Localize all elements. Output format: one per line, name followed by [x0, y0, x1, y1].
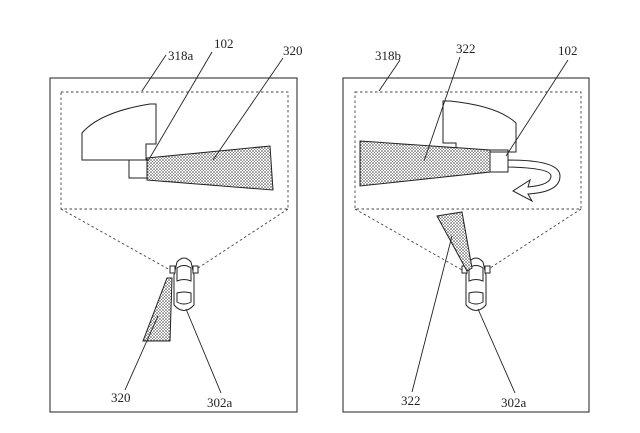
right-beam-bottom-leader: [411, 235, 453, 393]
right-outer-frame: [342, 77, 590, 413]
right-beam-inset: [359, 140, 491, 187]
left-beam-leader: [212, 57, 284, 161]
right-beam-leader: [423, 56, 461, 162]
left-beam-label-bottom: 320: [111, 390, 131, 405]
right-beam-label: 322: [456, 41, 476, 56]
right-lamp-housing: [442, 100, 517, 153]
right-beam-ground: [436, 211, 473, 272]
right-rotation-arrow: [507, 159, 561, 203]
left-beam-label: 320: [283, 43, 303, 58]
left-outer-frame: [49, 77, 298, 413]
right-device-leader: [505, 59, 569, 157]
right-panel: 318b 322 102 322 302a: [342, 41, 590, 413]
left-beam-ground: [142, 277, 173, 342]
left-projection-line-left: [60, 208, 171, 271]
left-inset-frame: [60, 91, 289, 210]
right-projection-line-left: [354, 208, 463, 271]
left-device-label: 102: [214, 36, 234, 51]
left-light-source: [128, 159, 148, 179]
left-frame-label: 318a: [168, 48, 194, 63]
right-frame-label: 318b: [375, 48, 401, 63]
left-vehicle-label: 302a: [207, 395, 233, 410]
left-beam-inset: [146, 145, 274, 191]
right-beam-label-bottom: 322: [401, 393, 421, 408]
right-inset-frame: [354, 91, 582, 210]
right-vehicle-leader: [477, 308, 516, 394]
right-frame-leader: [378, 59, 401, 92]
right-light-source: [489, 149, 509, 173]
left-device-leader: [147, 51, 213, 162]
left-projection-line-right: [194, 208, 289, 271]
left-panel: 318a 102 320 320 302a: [49, 36, 303, 413]
left-frame-leader: [141, 54, 167, 92]
right-device-label: 102: [558, 43, 578, 58]
left-lamp-housing: [81, 103, 157, 161]
left-vehicle: [169, 257, 199, 311]
right-vehicle-label: 302a: [501, 395, 527, 410]
right-projection-line-right: [486, 208, 582, 271]
left-vehicle-leader: [185, 308, 222, 394]
left-beam-bottom-leader: [124, 315, 159, 391]
